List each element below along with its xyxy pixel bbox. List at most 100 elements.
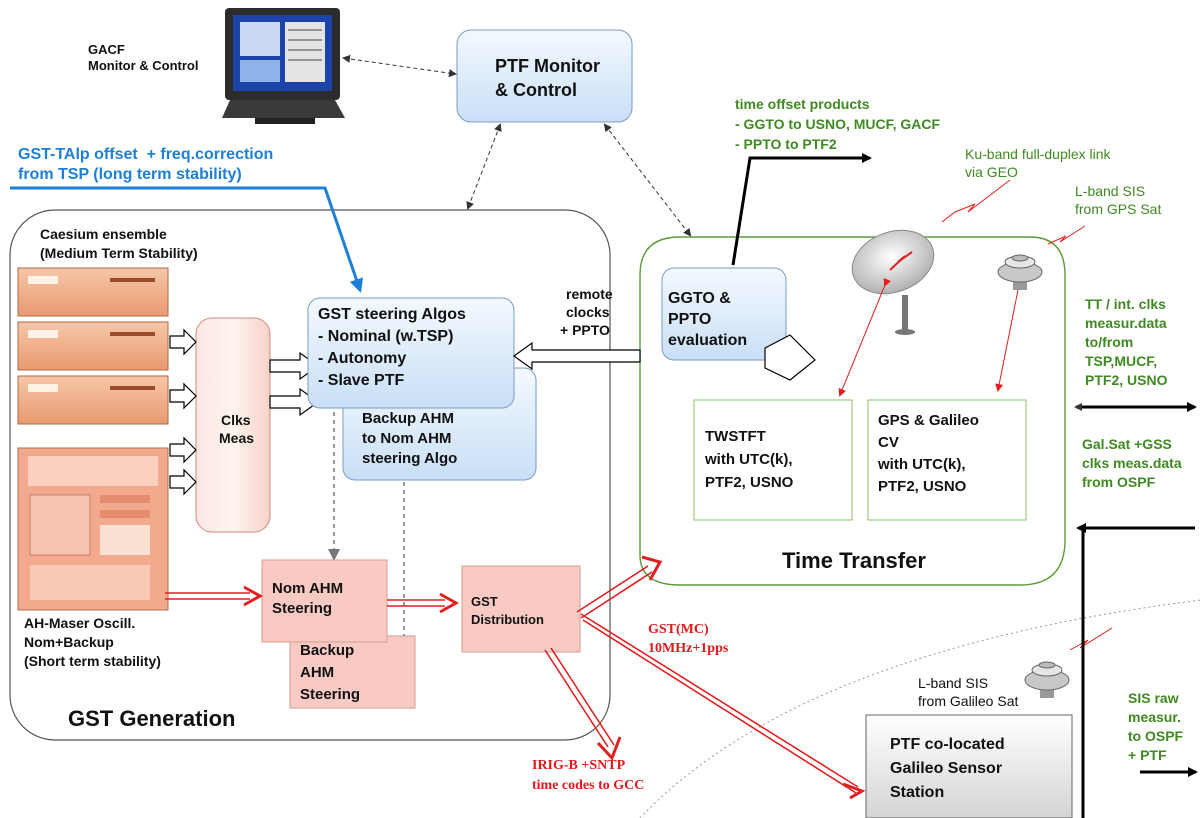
monitor-icon xyxy=(222,8,345,124)
nom-ahm-box xyxy=(261,559,388,643)
caesium-line2: (Medium Term Stability) xyxy=(40,245,198,261)
ggto-line1: GGTO & xyxy=(668,290,731,307)
gst-distribution-box xyxy=(461,565,581,653)
irig-line1: IRIG-B +SNTP xyxy=(532,758,626,773)
time-transfer-label: Time Transfer xyxy=(782,548,926,573)
lband-galileo-line1: L-band SIS xyxy=(918,675,989,691)
ggto-line3: evaluation xyxy=(668,332,748,349)
gacf-title: GACF xyxy=(88,42,125,57)
ku-band-line2: via GEO xyxy=(965,164,1018,180)
galsat-line2: clks meas.data xyxy=(1082,455,1182,471)
steering-algos-box xyxy=(307,297,515,409)
ptf-tt-link xyxy=(603,123,692,237)
gst-dist-line1: GST xyxy=(471,594,498,609)
cv-line3: with UTC(k), xyxy=(878,456,966,473)
galileo-antenna-icon xyxy=(1024,661,1070,698)
ptf-monitor-line1: PTF Monitor xyxy=(495,56,600,76)
ptf-station-box xyxy=(865,714,1073,818)
remote-clocks-line1: remote xyxy=(566,286,613,302)
steering-line1: GST steering Algos xyxy=(318,306,466,323)
backup-ahm-line3: Steering xyxy=(300,686,361,703)
twstft-line1: TWSTFT xyxy=(705,428,766,445)
gps-cv-link xyxy=(995,289,1019,392)
dish-twstft-link xyxy=(838,277,891,397)
backup-algo-line3: steering Algo xyxy=(362,450,458,467)
sis-raw-line3: to OSPF xyxy=(1124,728,1184,744)
ku-band-line1: Ku-band full-duplex link xyxy=(965,146,1111,162)
red-signal-arrows xyxy=(165,555,866,800)
tt-int-line5: PTF2, USNO xyxy=(1085,372,1168,388)
ptf-station-line3: Station xyxy=(890,784,945,801)
galsat-line1: Gal.Sat +GSS xyxy=(1082,436,1172,452)
gps-antenna-icon xyxy=(997,254,1043,290)
ah-maser-line2: Nom+Backup xyxy=(24,634,114,650)
tt-int-line1: TT / int. clks xyxy=(1085,296,1166,312)
backup-ahm-line2: AHM xyxy=(300,664,335,681)
irig-line2: time codes to GCC xyxy=(532,778,645,793)
caesium-clock-icon xyxy=(17,267,169,425)
nom-ahm-line1: Nom AHM xyxy=(272,580,344,597)
ptf-station-line1: PTF co-located xyxy=(890,736,1005,753)
clks-meas-line2: Meas xyxy=(219,430,255,446)
time-offset-line1: - GGTO to USNO, MUCF, GACF xyxy=(735,116,941,132)
maser-cabinet-icon xyxy=(17,447,169,611)
ggto-input-arrow xyxy=(764,334,816,381)
steering-line3: - Autonomy xyxy=(318,350,407,367)
ptf-monitor-box xyxy=(456,29,633,123)
ptf-station-line2: Galileo Sensor xyxy=(890,760,1003,777)
tt-int-line4: TSP,MUCF, xyxy=(1085,353,1158,369)
steering-line4: - Slave PTF xyxy=(318,372,405,389)
time-offset-title: time offset products xyxy=(735,96,870,112)
gacf-ptf-link xyxy=(342,54,457,78)
satellite-dish-icon xyxy=(851,229,935,335)
twstft-line3: PTF2, USNO xyxy=(705,474,794,491)
backup-ahm-line1: Backup xyxy=(300,642,355,659)
remote-clocks-line2: clocks xyxy=(566,304,610,320)
remote-clocks-line3: + PPTO xyxy=(560,322,610,338)
sis-raw-line1: SIS raw xyxy=(1128,690,1179,706)
ptf-gstgen-link xyxy=(466,123,502,210)
cv-line4: PTF2, USNO xyxy=(878,478,967,495)
steering-line2: - Nominal (w.TSP) xyxy=(318,328,454,345)
cv-line1: GPS & Galileo xyxy=(878,412,979,429)
clks-meas-box xyxy=(195,317,271,533)
time-offset-line2: - PPTO to PTF2 xyxy=(735,136,837,152)
gst-generation-label: GST Generation xyxy=(68,706,236,731)
gst-dist-line2: Distribution xyxy=(471,612,544,627)
gst-mc-line2: 10MHz+1pps xyxy=(648,641,729,656)
backup-algo-line2: to Nom AHM xyxy=(362,430,452,447)
gps-galileo-cv-box xyxy=(867,399,1027,521)
tt-int-line2: measur.data xyxy=(1085,315,1167,331)
twstft-box xyxy=(693,399,853,521)
twstft-line2: with UTC(k), xyxy=(705,451,793,468)
galsat-line3: from OSPF xyxy=(1082,474,1156,490)
gacf-subtitle: Monitor & Control xyxy=(88,58,199,73)
lband-galileo-line2: from Galileo Sat xyxy=(918,693,1019,709)
gst-talp-line1: GST-TAlp offset + freq.correction xyxy=(18,146,274,163)
clks-meas-line1: Clks xyxy=(221,412,251,428)
sis-raw-line4: + PTF xyxy=(1128,747,1167,763)
ggto-ppto-box xyxy=(661,267,787,361)
gst-talp-line2: from TSP (long term stability) xyxy=(18,166,242,183)
lband-gps-line1: L-band SIS xyxy=(1075,183,1146,199)
backup-algo-line1: Backup AHM xyxy=(362,410,454,427)
sis-raw-line2: measur. xyxy=(1128,709,1181,725)
caesium-line1: Caesium ensemble xyxy=(40,226,167,242)
nom-ahm-line2: Steering xyxy=(272,600,333,617)
ggto-line2: PPTO xyxy=(668,311,712,328)
tt-int-line3: to/from xyxy=(1085,334,1134,350)
ptf-monitor-line2: & Control xyxy=(495,80,577,100)
meas-to-steering-arrows xyxy=(269,351,320,417)
lband-gps-line2: from GPS Sat xyxy=(1075,201,1162,217)
tsp-correction-arrow xyxy=(10,186,364,293)
boundary-arc xyxy=(639,599,1201,818)
ah-maser-line3: (Short term stability) xyxy=(24,653,161,669)
cv-line2: CV xyxy=(878,434,899,451)
ah-maser-line1: AH-Maser Oscill. xyxy=(24,615,136,631)
galsat-data-line xyxy=(1081,526,1195,818)
time-offset-arrow xyxy=(731,153,872,266)
gst-mc-line1: GST(MC) xyxy=(648,622,709,637)
clock-inputs xyxy=(169,328,197,496)
backup-ahm-box xyxy=(289,635,416,709)
